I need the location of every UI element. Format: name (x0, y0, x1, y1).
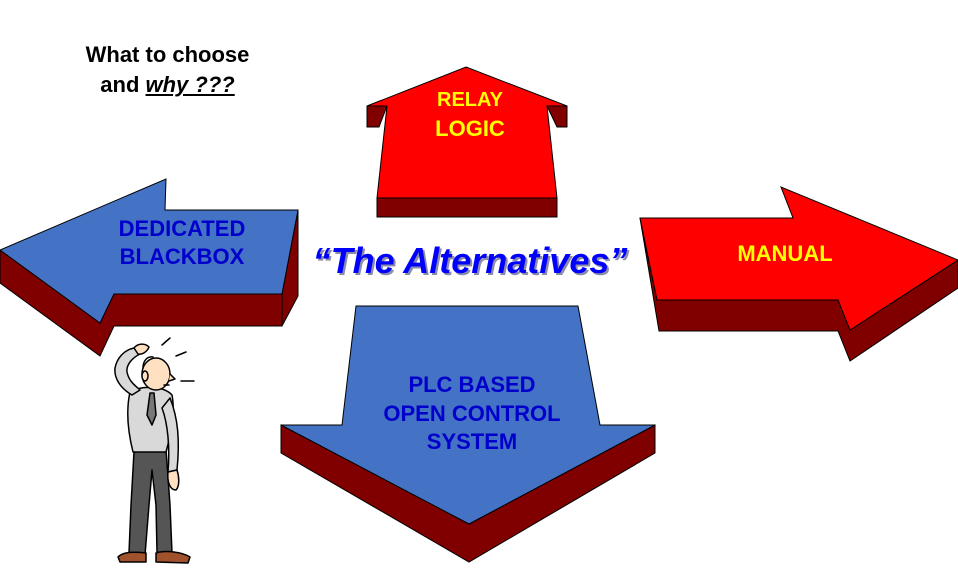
question-line-2: and why ??? (60, 70, 275, 100)
plc-based-label: PLC BASED OPEN CONTROL SYSTEM (352, 371, 592, 457)
blackbox-label-line-1: DEDICATED (118, 216, 246, 241)
question-why-emphasis: why ??? (145, 71, 235, 97)
relay-label-line-2: LOGIC (435, 116, 505, 141)
relay-logic-arrow (366, 66, 568, 218)
plc-label-line-3: SYSTEM (426, 429, 518, 455)
manual-label: MANUAL (710, 240, 860, 268)
manual-arrow-face (639, 186, 958, 331)
plc-arrow-face (280, 305, 656, 525)
relay-arrow-depth-bottom (376, 197, 558, 218)
question-text: What to choose and why ??? (60, 40, 275, 100)
question-line-2-prefix: and (100, 71, 146, 97)
plc-arrow (280, 305, 656, 563)
manual-arrow (639, 186, 958, 362)
blackbox-arrow-face (0, 178, 299, 324)
plc-label-line-1: PLC BASED (408, 372, 536, 397)
relay-arrow-depth-left (366, 105, 388, 128)
relay-arrow-depth-right (546, 105, 568, 128)
diagram-title: “The Alternatives” (312, 240, 628, 281)
blackbox-label-line-2: BLACKBOX (119, 243, 245, 269)
plc-label-line-2: OPEN CONTROL (383, 400, 561, 426)
dedicated-blackbox-arrow (0, 178, 299, 357)
dedicated-blackbox-label: DEDICATED BLACKBOX (92, 215, 272, 270)
manual-label-line-1: MANUAL (737, 241, 833, 266)
relay-label-line-1: RELAY (437, 89, 503, 111)
question-line-1: What to choose (85, 42, 250, 67)
relay-logic-label: RELAY LOGIC (400, 88, 540, 143)
confused-man-scratching-head-icon (114, 337, 195, 564)
relay-arrow-face (366, 66, 568, 199)
